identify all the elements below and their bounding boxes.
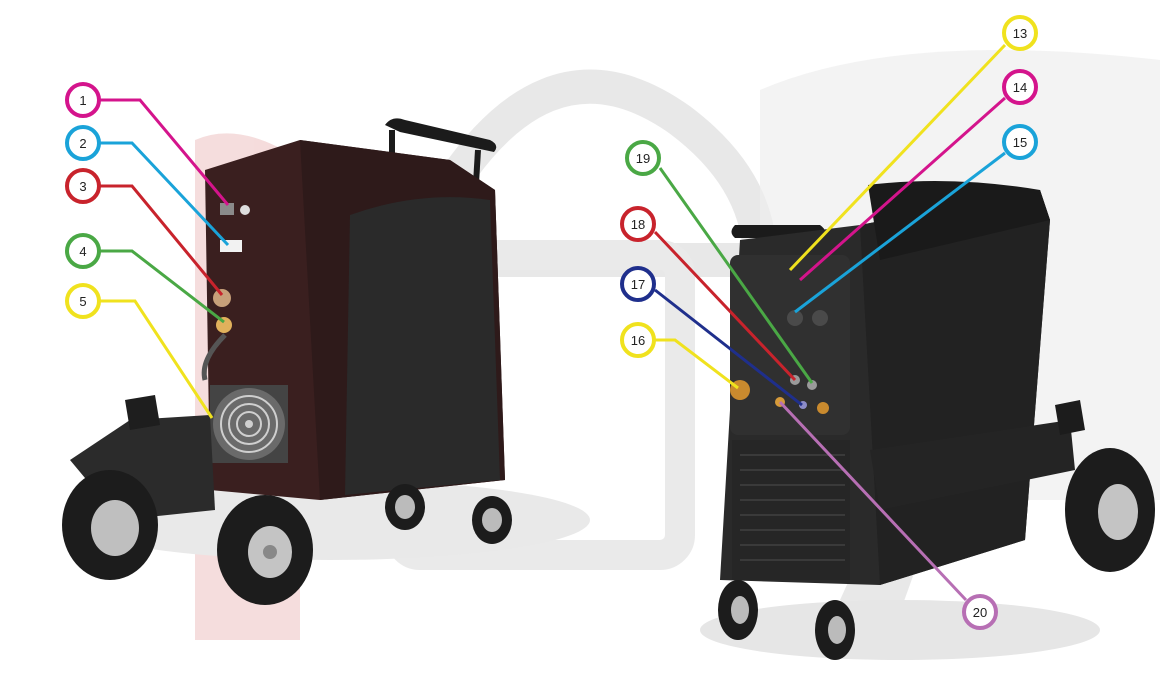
wheel (1065, 448, 1155, 572)
callout-15-label: 15 (1013, 135, 1027, 150)
callout-3-label: 3 (79, 179, 86, 194)
callout-17-label: 17 (631, 277, 645, 292)
callout-14-label: 14 (1013, 80, 1027, 95)
callout-19-label: 19 (636, 151, 650, 166)
wheel (217, 495, 313, 605)
callout-2-label: 2 (79, 136, 86, 151)
callout-16-label: 16 (631, 333, 645, 348)
caster (385, 484, 425, 530)
callout-5-label: 5 (79, 294, 86, 309)
fan-grille (210, 385, 288, 463)
callout-20-label: 20 (973, 605, 987, 620)
caster (472, 496, 512, 544)
rear-welder (62, 118, 590, 605)
callout-1-label: 1 (79, 93, 86, 108)
wheel (62, 470, 158, 580)
callout-13-label: 13 (1013, 26, 1027, 41)
caster (815, 600, 855, 660)
callout-18-label: 18 (631, 217, 645, 232)
caster (718, 580, 758, 640)
callout-4-label: 4 (79, 244, 86, 259)
